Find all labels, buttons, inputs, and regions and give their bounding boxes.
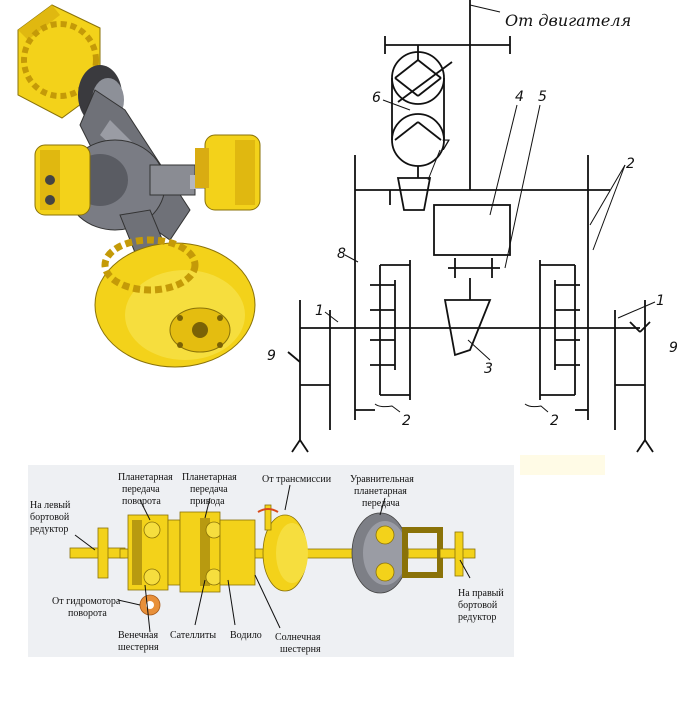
num-1-left: 1 (315, 303, 324, 319)
label-hydromotor-1: От гидромотора (52, 596, 121, 607)
input-bevel-gear (257, 504, 308, 592)
label-equalizing-1: Уравнительная (350, 474, 414, 485)
label-hydromotor-2: поворота (68, 608, 107, 619)
gearbox-3d-illustration (17, 4, 261, 368)
hydromotor-right (195, 134, 261, 211)
label-equalizing-3: передача (362, 498, 400, 509)
turn-planetary-gearset (127, 514, 181, 591)
label-right-reducer-3: редуктор (458, 612, 496, 623)
final-drive-bottom (94, 236, 256, 368)
drive-planetary-gearset (179, 511, 256, 593)
label-right-reducer-1: На правый (458, 588, 504, 599)
hydromotor-left (34, 144, 91, 216)
num-6: 6 (372, 90, 381, 106)
num-3: 3 (484, 361, 493, 377)
label-equalizing-2: планетарная (354, 486, 407, 497)
num-8: 8 (337, 246, 346, 262)
label-sun-gear-1: Солнечная (275, 632, 321, 643)
label-right-reducer-2: бортовой (458, 600, 498, 611)
unit-4 (433, 204, 511, 256)
label-planetary-drive-2: передача (190, 484, 228, 495)
planetary-left (355, 260, 411, 411)
label-from-engine: От двигателя (505, 11, 631, 30)
label-from-transmission: От трансмиссии (262, 474, 332, 485)
label-planetary-turn-1: Планетарная (118, 472, 173, 483)
num-2-bottom-left: 2 (402, 413, 411, 429)
final-drive-right-9 (614, 300, 654, 453)
planetary-transmission-schematic: Планетарная передача поворота Планетарна… (28, 465, 514, 657)
label-planetary-drive-1: Планетарная (182, 472, 237, 483)
num-1-right: 1 (656, 293, 665, 309)
label-left-reducer-2: бортовой (30, 512, 70, 523)
num-5: 5 (538, 89, 547, 105)
final-drive-left-9 (287, 300, 331, 453)
label-satellites: Сателлиты (170, 630, 216, 641)
num-7: 7 (441, 138, 450, 154)
label-planetary-turn-2: передача (122, 484, 160, 495)
label-planetary-turn-3: поворота (122, 496, 161, 507)
kinematic-scheme: От двигателя (267, 0, 678, 453)
hydraulic-unit-6 (391, 51, 453, 178)
label-sun-gear-2: шестерня (280, 644, 321, 655)
num-9-left: 9 (267, 348, 276, 364)
num-9-right: 9 (669, 340, 678, 356)
label-ring-gear-1: Венечная (118, 630, 158, 641)
label-planetary-drive-3: привода (190, 496, 225, 507)
label-ring-gear-2: шестерня (118, 642, 159, 653)
pale-patch (520, 455, 605, 475)
equalizing-planetary-gearset (351, 512, 443, 594)
num-4: 4 (515, 89, 524, 105)
planetary-right (539, 260, 588, 411)
hydromotor-gear (139, 594, 161, 616)
label-carrier: Водило (230, 630, 262, 641)
num-2-bottom-right: 2 (550, 413, 559, 429)
num-2-top: 2 (626, 156, 635, 172)
label-left-reducer-1: На левый (30, 500, 71, 511)
label-left-reducer-3: редуктор (30, 524, 68, 535)
